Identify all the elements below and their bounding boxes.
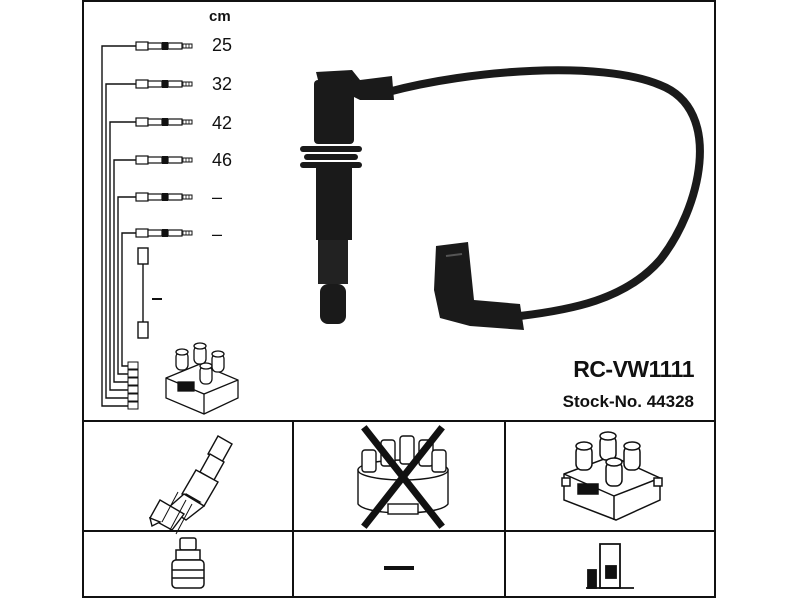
divider-lower — [82, 530, 716, 532]
ignition-coil-icon — [561, 431, 663, 521]
part-number: RC-VW1111 — [573, 356, 694, 382]
no-part-dash — [384, 566, 414, 570]
not-included-cross-icon — [361, 425, 445, 529]
coil-pack-small-icon — [165, 342, 239, 415]
divider-col-2 — [504, 420, 506, 598]
coil-terminals-icon — [127, 361, 139, 410]
coil-lead-icon — [137, 247, 149, 339]
length-label-3: 42 — [212, 113, 233, 133]
terminal-icon — [135, 41, 193, 238]
length-label-5: – — [212, 187, 223, 207]
coil-lead-dash — [152, 298, 162, 300]
terminal-connector-icon — [586, 543, 634, 589]
length-unit-label: cm — [209, 8, 231, 25]
stock-number: Stock-No. 44328 — [562, 392, 694, 411]
divider-upper — [82, 420, 716, 422]
cable-leads-icon — [101, 45, 136, 407]
ignition-cable-icon — [300, 66, 704, 330]
length-label-6: – — [212, 224, 223, 244]
length-label-2: 32 — [212, 74, 233, 94]
length-label-1: 25 — [212, 35, 233, 55]
plug-connector-icon — [171, 537, 205, 589]
length-label-4: 46 — [212, 150, 233, 170]
divider-col-1 — [292, 420, 294, 598]
product-frame — [82, 0, 716, 598]
spark-plug-icon — [148, 435, 233, 535]
